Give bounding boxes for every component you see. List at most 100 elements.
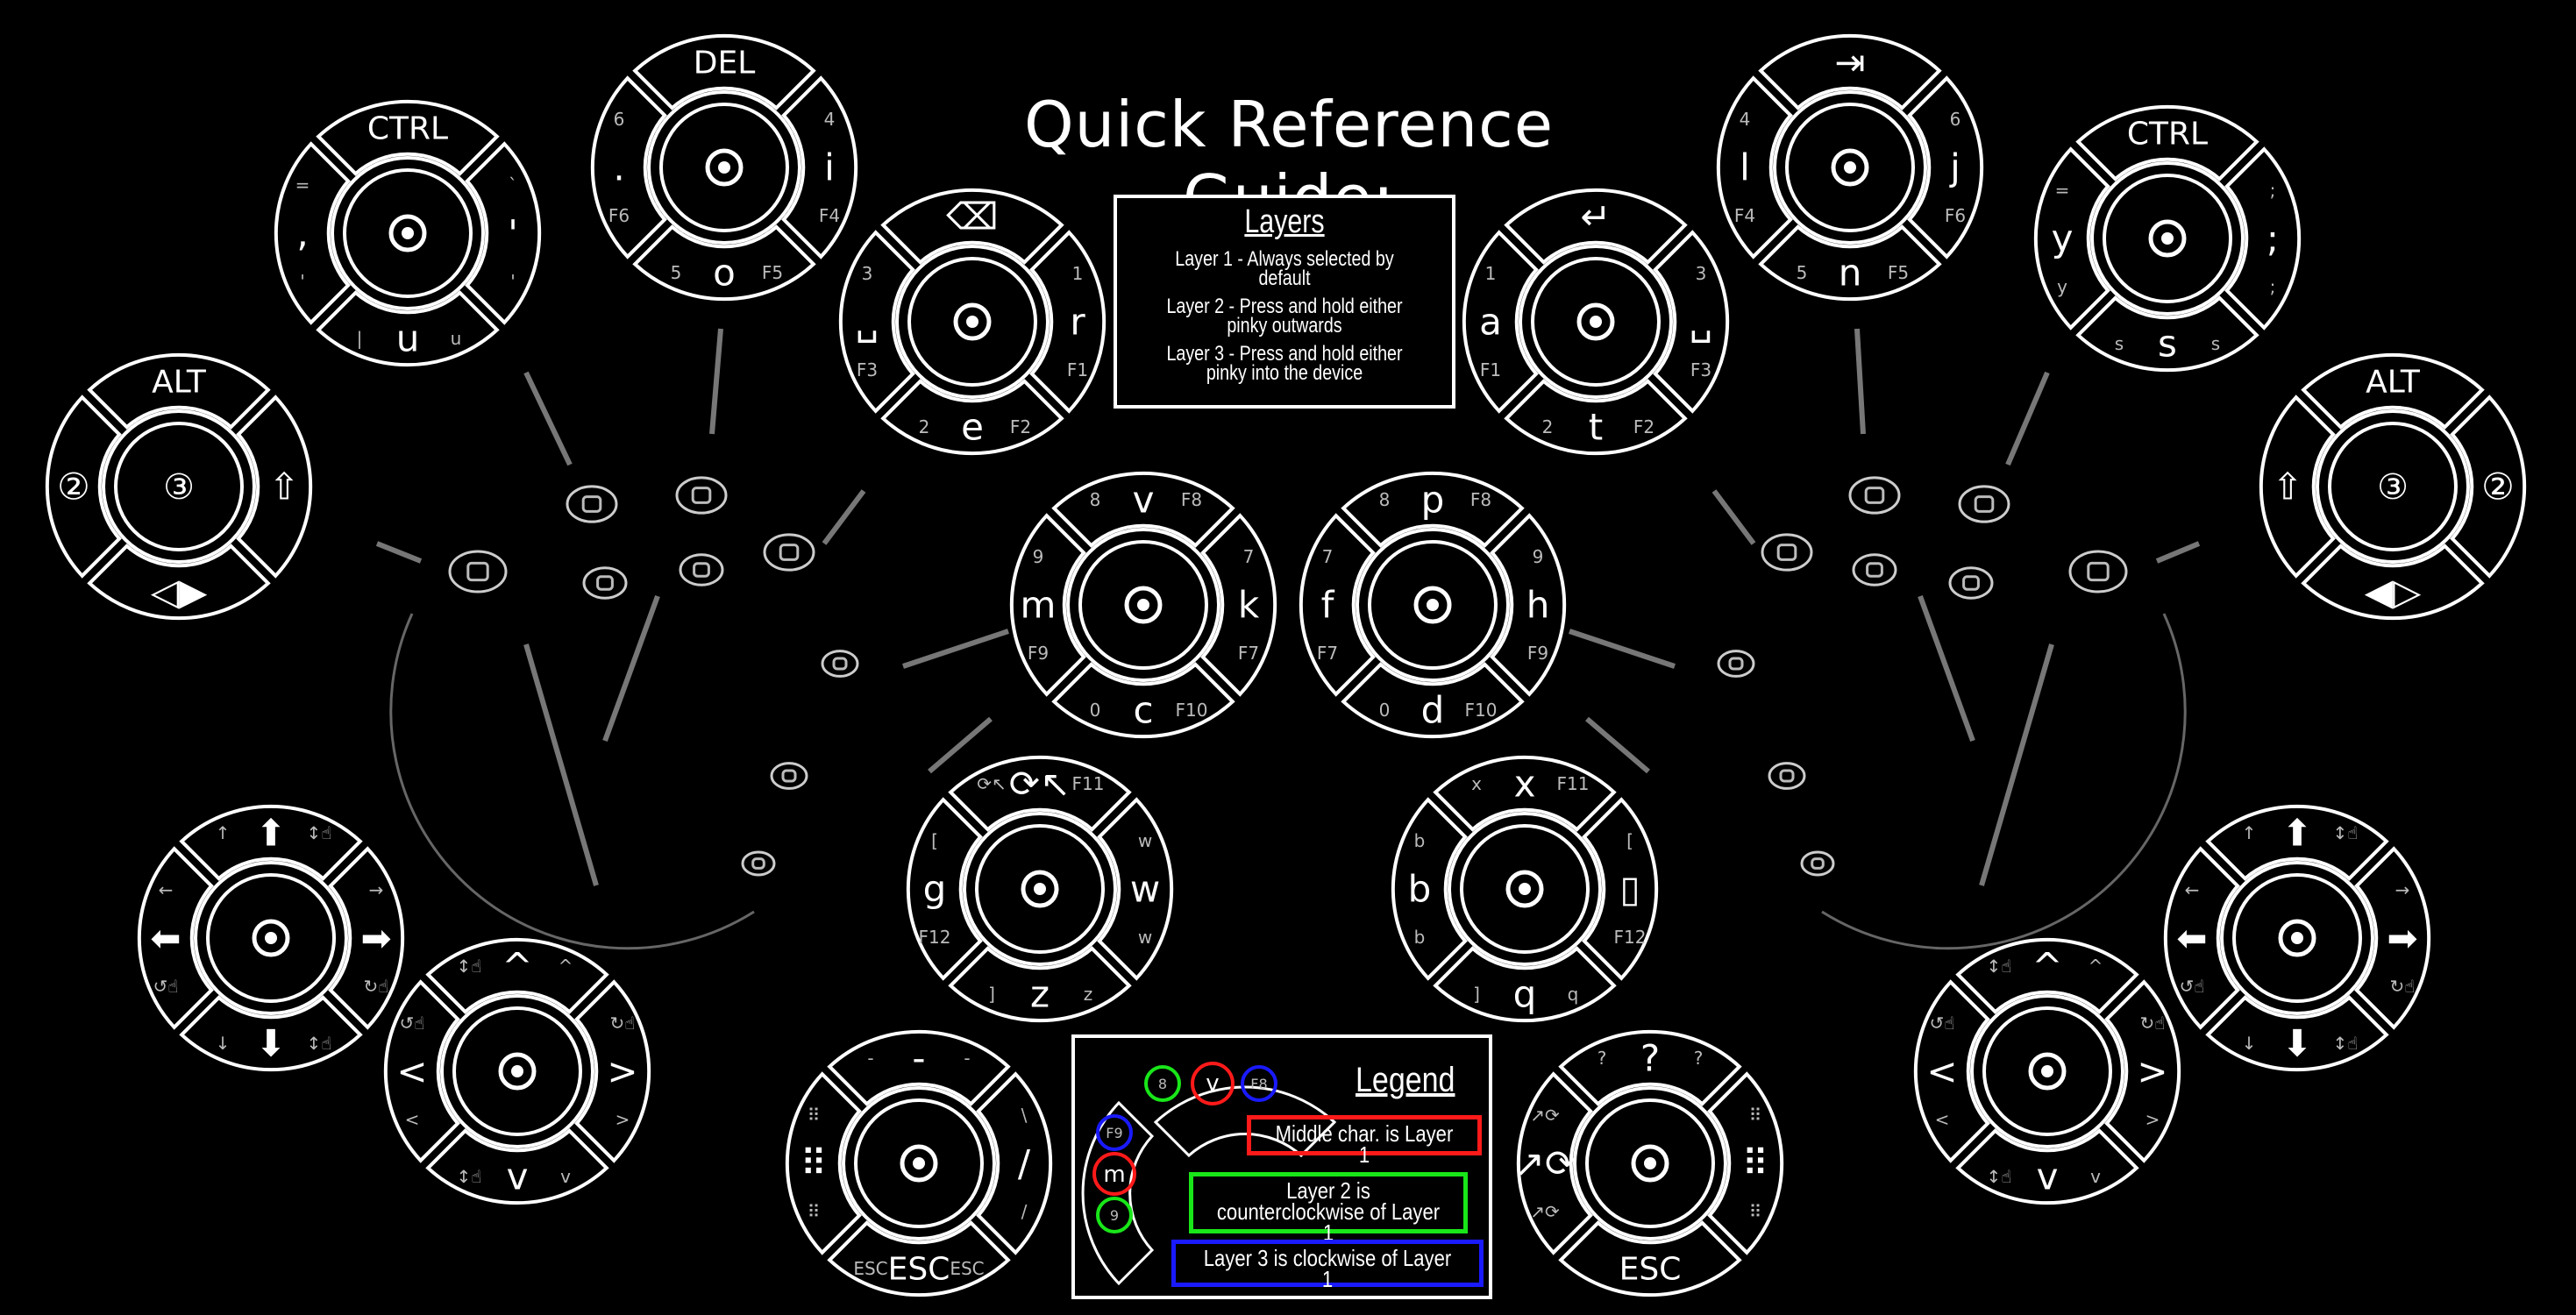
segment-top[interactable] (1955, 937, 2139, 1014)
device-button-socket (679, 553, 724, 586)
segment-top[interactable] (948, 755, 1132, 832)
segment-left[interactable] (590, 75, 667, 259)
segment-left[interactable] (2163, 846, 2240, 1030)
label-layer2-right: ⠿ (1749, 1105, 1762, 1126)
segment-left[interactable] (785, 1071, 862, 1255)
segment-left[interactable] (906, 797, 983, 981)
label-layer1-right: i (824, 146, 835, 189)
segment-right[interactable] (328, 846, 405, 1030)
segment-bottom[interactable] (1051, 662, 1235, 739)
segment-top[interactable] (827, 1029, 1011, 1106)
segment-right[interactable] (1707, 1071, 1784, 1255)
device-button-glyph (1974, 495, 1995, 513)
segment-top[interactable] (1341, 471, 1525, 548)
legend-heading: Legend (1356, 1061, 1455, 1099)
segment-bottom[interactable] (1955, 1128, 2139, 1205)
segment-right[interactable] (976, 1071, 1053, 1255)
label-layer3-top: F8 (1181, 489, 1202, 510)
segment-bottom[interactable] (2205, 995, 2389, 1072)
segment-right[interactable] (781, 75, 858, 259)
segment-left[interactable] (1716, 75, 1793, 259)
segment-top[interactable] (1504, 188, 1688, 265)
layers-info-box: Layers Layer 1 - Always selected by defa… (1114, 195, 1455, 409)
segment-bottom[interactable] (179, 995, 363, 1072)
segment-bottom[interactable] (1341, 662, 1525, 739)
segment-top[interactable] (2075, 104, 2259, 181)
segment-right[interactable] (2224, 146, 2302, 331)
center-button[interactable] (114, 422, 244, 551)
segment-top[interactable] (179, 804, 363, 881)
segment-bottom[interactable] (425, 1128, 609, 1205)
pointer-line (523, 643, 599, 886)
segment-left[interactable] (1009, 513, 1086, 697)
segment-right[interactable] (1582, 797, 1659, 981)
segment-top[interactable] (87, 352, 271, 430)
segment-top[interactable] (425, 937, 609, 1014)
label-layer3-right: F4 (819, 205, 840, 226)
segment-bottom[interactable] (2075, 295, 2259, 373)
segment-left[interactable] (1391, 797, 1468, 981)
segment-bottom[interactable] (87, 544, 271, 621)
segment-bottom[interactable] (1758, 224, 1942, 302)
segment-top[interactable] (880, 188, 1064, 265)
segment-left[interactable] (383, 979, 460, 1163)
label-layer2-top: 8 (1090, 489, 1101, 510)
segment-left[interactable] (2259, 394, 2336, 579)
segment-top[interactable] (1558, 1029, 1742, 1106)
segment-bottom[interactable] (632, 224, 816, 302)
segment-top[interactable] (316, 99, 500, 176)
segment-bottom[interactable] (948, 946, 1132, 1023)
segment-right[interactable] (2450, 394, 2527, 579)
segment-bottom[interactable] (2301, 544, 2485, 621)
segment-top[interactable] (1433, 755, 1617, 832)
segment-bottom[interactable] (316, 290, 500, 367)
segment-top[interactable] (1758, 33, 1942, 110)
device-button-glyph (751, 857, 765, 870)
segment-left[interactable] (1913, 979, 1990, 1163)
segment-bottom[interactable] (880, 379, 1064, 456)
label-layer2-bottom: z (1084, 984, 1093, 1005)
label-layer2-top: ↑ (216, 822, 231, 843)
segment-top[interactable] (2301, 352, 2485, 430)
segment-left[interactable] (1516, 1071, 1593, 1255)
segment-left[interactable] (274, 141, 351, 325)
segment-bottom[interactable] (827, 1220, 1011, 1297)
segment-left[interactable] (1462, 230, 1539, 414)
segment-right[interactable] (1490, 513, 1567, 697)
segment-left[interactable] (2033, 146, 2110, 331)
segment-right[interactable] (1029, 230, 1107, 414)
center-button[interactable] (2328, 422, 2458, 551)
label-layer1-top: ⬆ (2281, 812, 2312, 855)
segment-left[interactable] (1299, 513, 1376, 697)
label-layer1-left: l (1740, 146, 1750, 189)
segment-top[interactable] (632, 33, 816, 110)
segment-left[interactable] (45, 394, 122, 579)
segment-left[interactable] (838, 230, 915, 414)
label-layer1-top: ALT (152, 365, 207, 401)
label-layer3-bottom: 0 (1379, 700, 1391, 721)
center-dot-icon (2041, 1065, 2053, 1077)
device-button-glyph (1962, 575, 1980, 591)
segment-top[interactable] (1051, 471, 1235, 548)
segment-right[interactable] (1200, 513, 1277, 697)
segment-right[interactable] (574, 979, 651, 1163)
label-layer1-right: k (1238, 584, 1260, 627)
segment-right[interactable] (2354, 846, 2431, 1030)
segment-bottom[interactable] (1433, 946, 1617, 1023)
segment-right[interactable] (2104, 979, 2181, 1163)
segment-left[interactable] (137, 846, 214, 1030)
label-layer1-bottom: t (1589, 406, 1603, 449)
device-button-glyph (832, 657, 848, 671)
label-layer2-right: → (369, 879, 384, 900)
segment-right[interactable] (465, 141, 542, 325)
segment-right[interactable] (1097, 797, 1174, 981)
legend-item-layer3-text: Layer 3 is clockwise of Layer 1 (1203, 1245, 1452, 1292)
device-button-glyph (1811, 857, 1825, 870)
segment-bottom[interactable] (1504, 379, 1688, 456)
segment-top[interactable] (2205, 804, 2389, 881)
segment-bottom[interactable] (1558, 1220, 1742, 1297)
segment-right[interactable] (1653, 230, 1730, 414)
segment-right[interactable] (236, 394, 313, 579)
segment-right[interactable] (1907, 75, 1984, 259)
pointer-line (928, 716, 993, 774)
